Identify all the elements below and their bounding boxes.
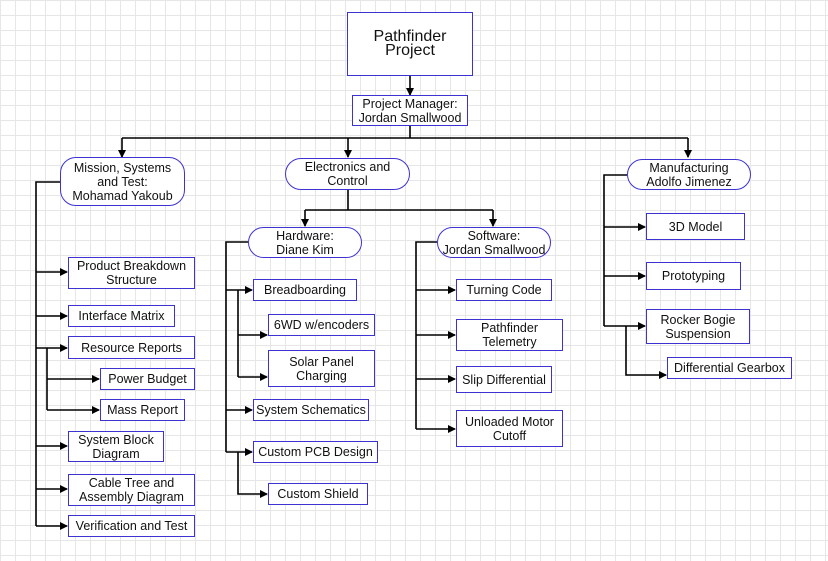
node-sw-item-4[interactable]: Unloaded Motor Cutoff bbox=[456, 410, 563, 447]
node-mf-item-3[interactable]: Rocker Bogie Suspension bbox=[646, 309, 750, 344]
node-hw-item-1[interactable]: Breadboarding bbox=[253, 279, 357, 301]
edge-software-trunk bbox=[415, 241, 437, 429]
node-hw-item-2[interactable]: 6WD w/encoders bbox=[268, 314, 375, 336]
node-hw-item-4[interactable]: System Schematics bbox=[253, 399, 369, 421]
node-mission-item-7[interactable]: Cable Tree and Assembly Diagram bbox=[68, 474, 195, 506]
node-manufacturing-title[interactable]: Manufacturing Adolfo Jimenez bbox=[627, 159, 751, 190]
node-sw-item-3[interactable]: Slip Differential bbox=[456, 366, 552, 393]
node-hw-item-6[interactable]: Custom Shield bbox=[268, 483, 368, 505]
node-mf-item-1[interactable]: 3D Model bbox=[646, 213, 745, 240]
node-mission-item-6[interactable]: System Block Diagram bbox=[68, 431, 164, 462]
node-hw-item-3[interactable]: Solar Panel Charging bbox=[268, 350, 375, 387]
node-mf-item-2[interactable]: Prototyping bbox=[646, 262, 741, 290]
edge-hardware-trunk bbox=[225, 241, 248, 452]
node-hw-item-5[interactable]: Custom PCB Design bbox=[253, 441, 378, 463]
node-mission-item-8[interactable]: Verification and Test bbox=[68, 515, 195, 537]
node-electronics-title[interactable]: Electronics and Control bbox=[285, 158, 410, 190]
node-mission-item-5[interactable]: Mass Report bbox=[100, 399, 185, 421]
edge-electronics-bus bbox=[305, 190, 493, 211]
node-root[interactable]: Pathfinder Project bbox=[347, 12, 473, 76]
node-mission-item-2[interactable]: Interface Matrix bbox=[68, 305, 175, 327]
node-project-manager[interactable]: Project Manager: Jordan Smallwood bbox=[352, 95, 468, 126]
node-software-title[interactable]: Software: Jordan Smallwood bbox=[437, 227, 551, 258]
edge-custom-shield bbox=[237, 452, 268, 498]
edge-pm-bus bbox=[122, 126, 688, 139]
edge-mission-trunk bbox=[35, 181, 60, 526]
node-mission-item-1[interactable]: Product Breakdown Structure bbox=[68, 257, 195, 289]
node-mission-item-3[interactable]: Resource Reports bbox=[68, 336, 195, 359]
node-mission-item-4[interactable]: Power Budget bbox=[100, 368, 195, 390]
node-sw-item-1[interactable]: Turning Code bbox=[456, 279, 552, 301]
node-hardware-title[interactable]: Hardware: Diane Kim bbox=[248, 227, 362, 258]
node-mf-item-4[interactable]: Differential Gearbox bbox=[667, 357, 792, 379]
edge-mf-gearbox bbox=[625, 326, 667, 379]
node-mission-title[interactable]: Mission, Systems and Test: Mohamad Yakou… bbox=[60, 157, 185, 206]
node-sw-item-2[interactable]: Pathfinder Telemetry bbox=[456, 319, 563, 351]
edge-manufacturing-trunk bbox=[603, 174, 627, 326]
